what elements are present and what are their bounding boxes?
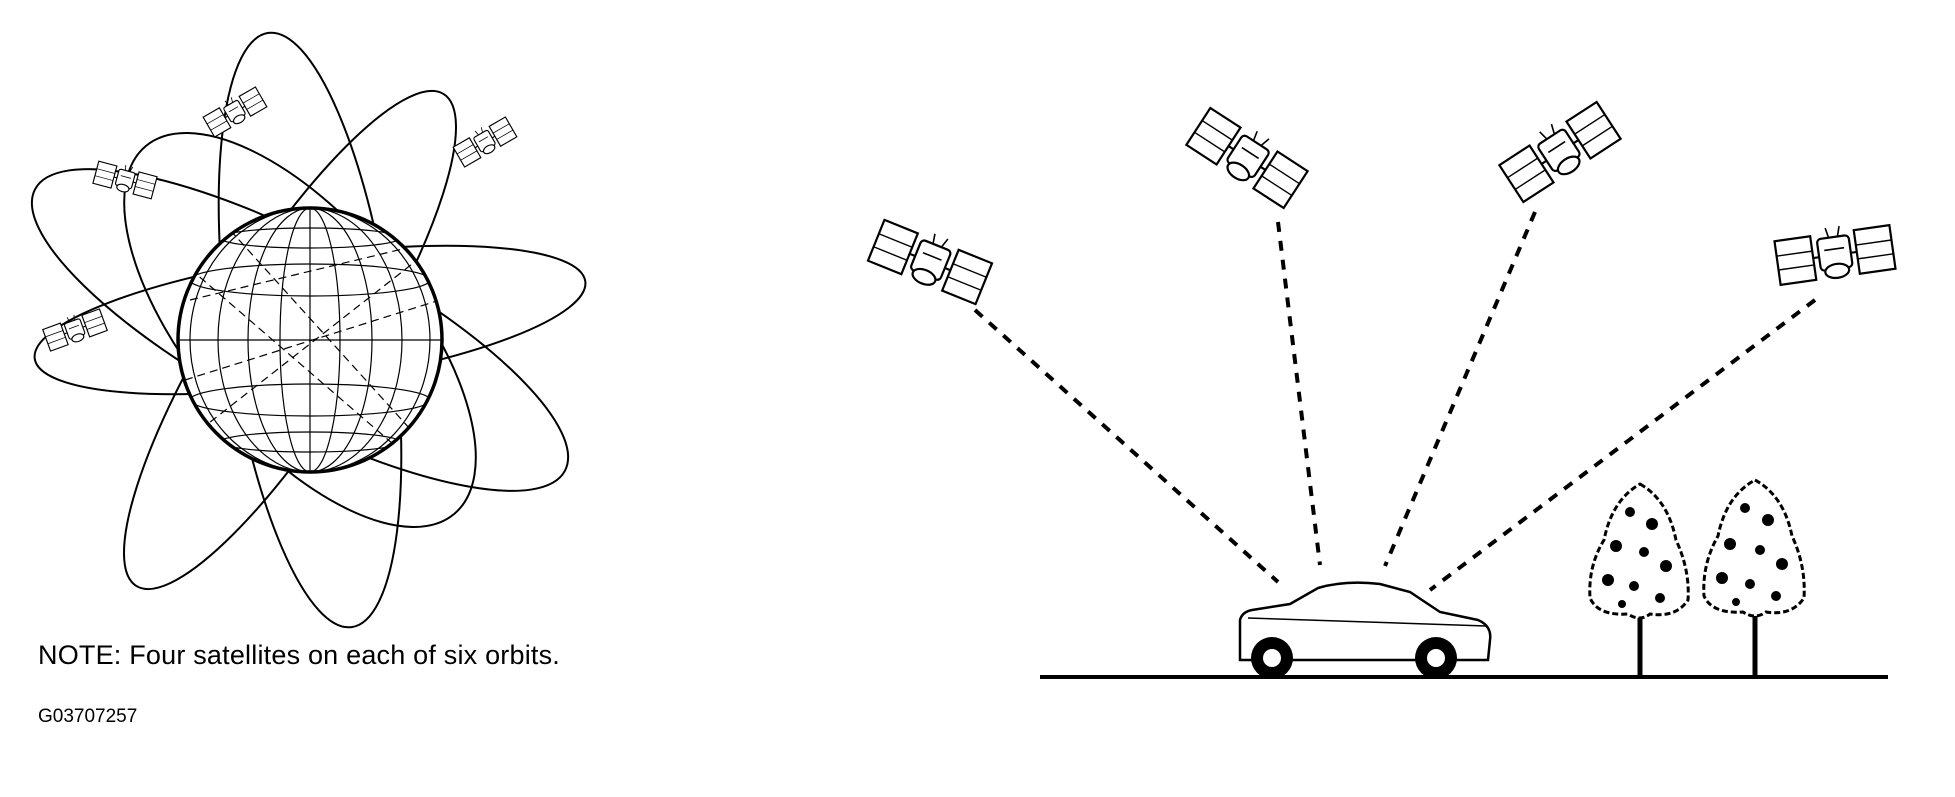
car-icon [1238,581,1492,679]
satellite-icon [1495,95,1623,204]
signal-line-icon [1428,298,1817,592]
satellite-icon [451,113,518,169]
tree-icon [1702,478,1806,677]
signal-lines [973,211,1817,592]
figure-note: NOTE: Four satellites on each of six orb… [38,640,560,670]
figure-code: G03707257 [38,706,138,727]
tree-icon [1588,482,1690,677]
signal-line-icon [973,308,1280,584]
satellite-icon [201,83,268,139]
satellite-icon [1772,218,1897,287]
earth-globe-icon [176,206,444,474]
satellite-icon [866,213,996,307]
signal-line-icon [1276,221,1322,566]
satellite-icon [41,305,109,353]
satellite-icon [1184,101,1312,210]
signal-line-icon [1383,211,1537,567]
